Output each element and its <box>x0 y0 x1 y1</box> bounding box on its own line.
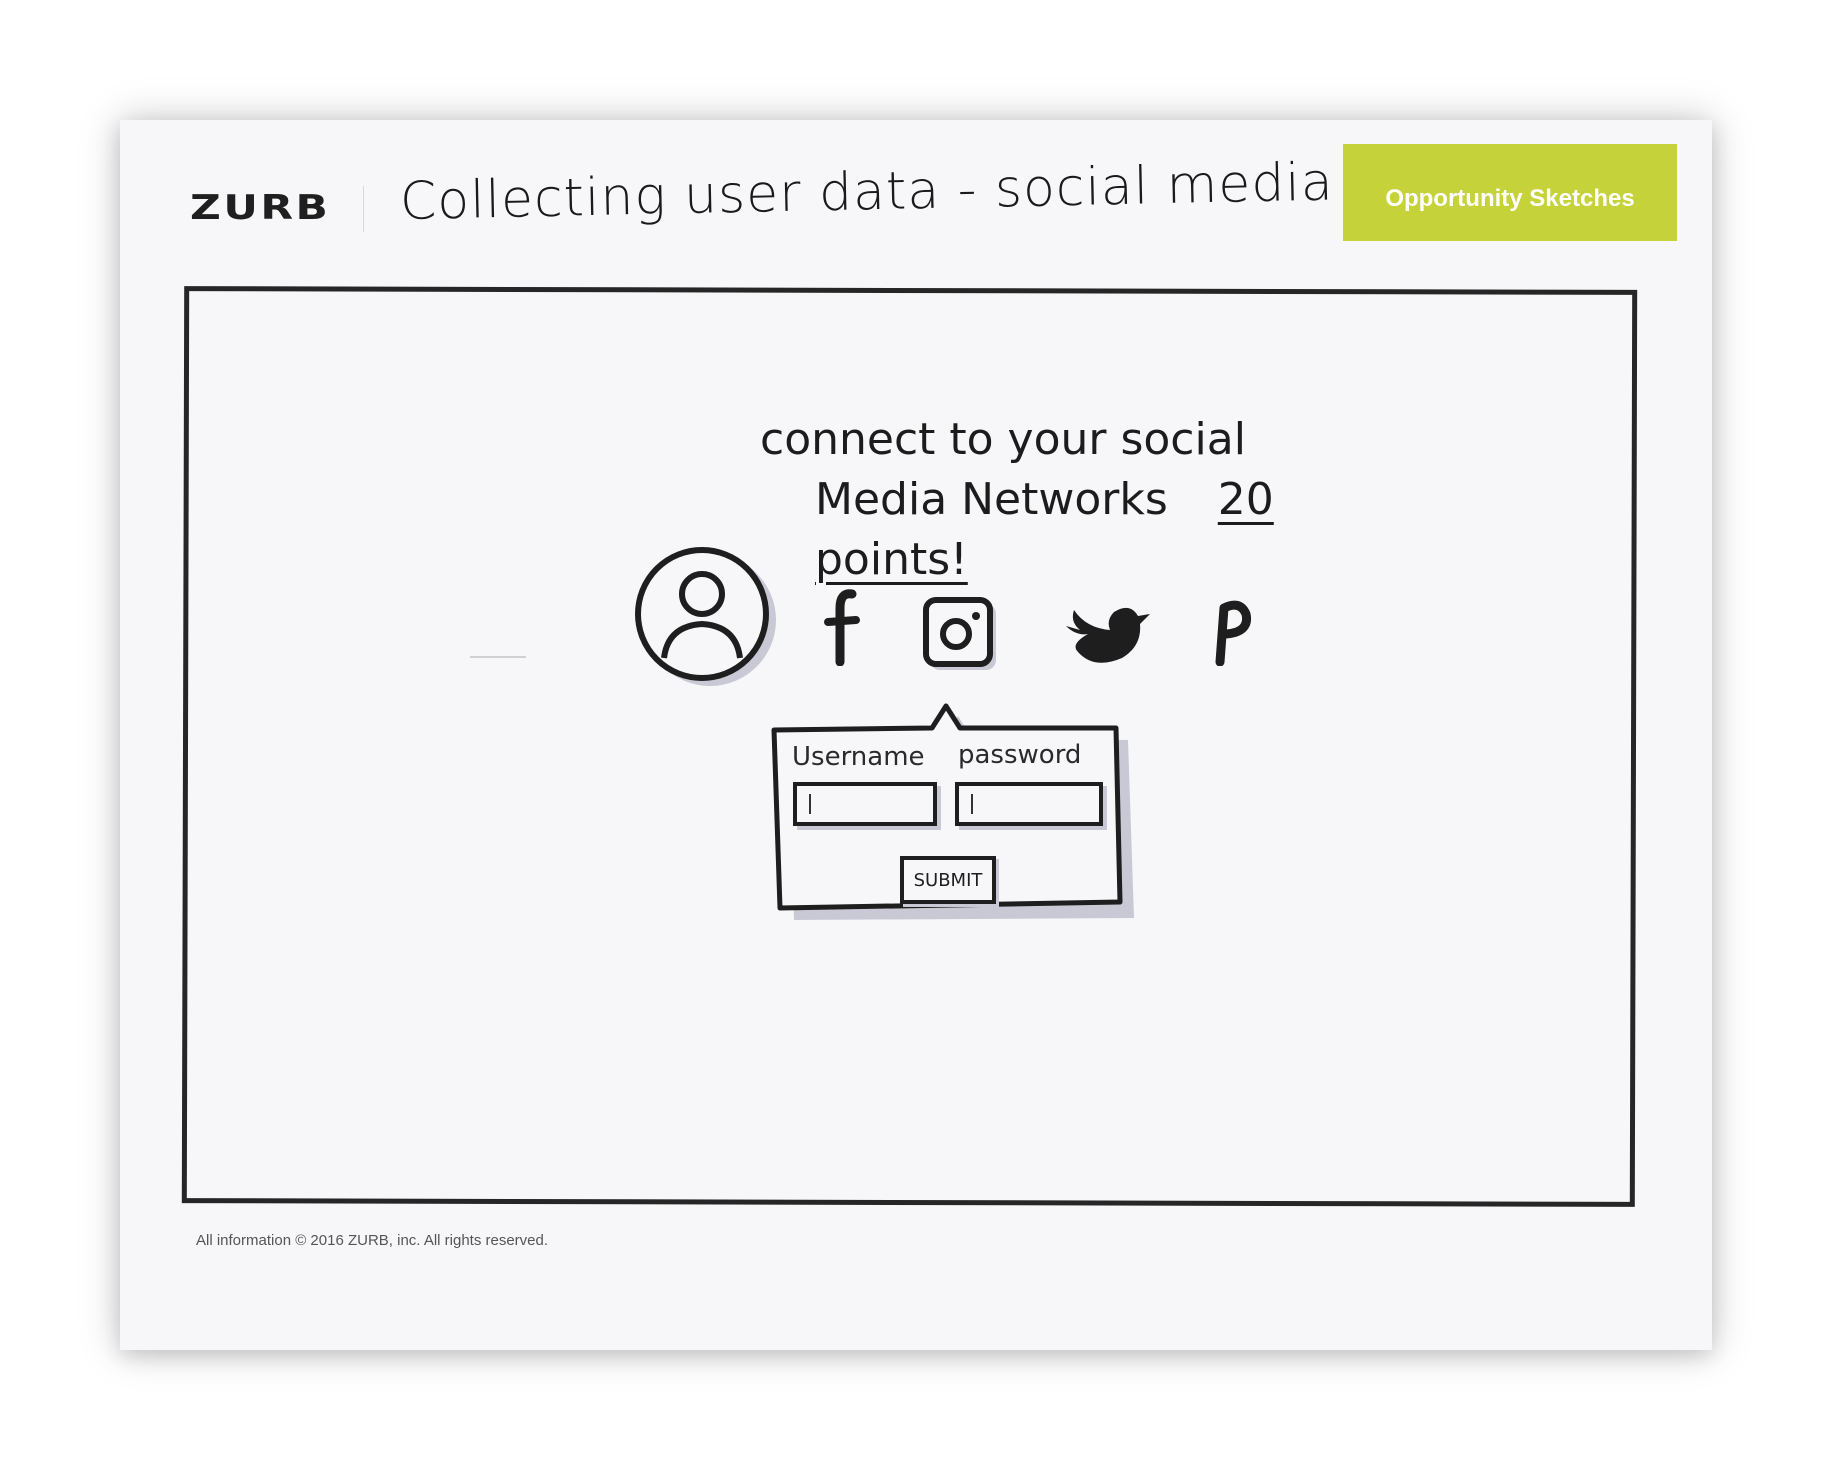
logo-divider <box>363 186 364 232</box>
username-input[interactable] <box>793 782 937 826</box>
points-reward: 20 points! <box>815 474 1274 585</box>
heading-networks: Media Networks <box>815 474 1168 525</box>
heading-line-1: connect to your social <box>760 414 1246 465</box>
password-label: password <box>958 740 1082 770</box>
sheet-title: Collecting user data - social media <box>399 152 1335 232</box>
zurb-logo: ZURB <box>190 188 331 228</box>
pinterest-icon[interactable] <box>1206 596 1256 666</box>
badge-label: Opportunity Sketches <box>1385 184 1635 212</box>
facebook-icon[interactable] <box>820 586 870 666</box>
instagram-icon[interactable] <box>922 596 1000 674</box>
sketch-sheet: ZURB Collecting user data - social media… <box>120 120 1712 1350</box>
opportunity-badge: Opportunity Sketches <box>1343 144 1677 241</box>
user-avatar-icon[interactable] <box>630 540 780 690</box>
submit-button[interactable]: SUBMIT <box>900 856 996 904</box>
password-input[interactable] <box>955 782 1103 826</box>
username-label: Username <box>792 742 925 772</box>
copyright-footer: All information © 2016 ZURB, inc. All ri… <box>196 1232 549 1249</box>
pencil-mark <box>470 656 526 658</box>
twitter-icon[interactable] <box>1060 596 1152 676</box>
text-caret <box>809 794 811 814</box>
text-caret <box>971 794 973 814</box>
